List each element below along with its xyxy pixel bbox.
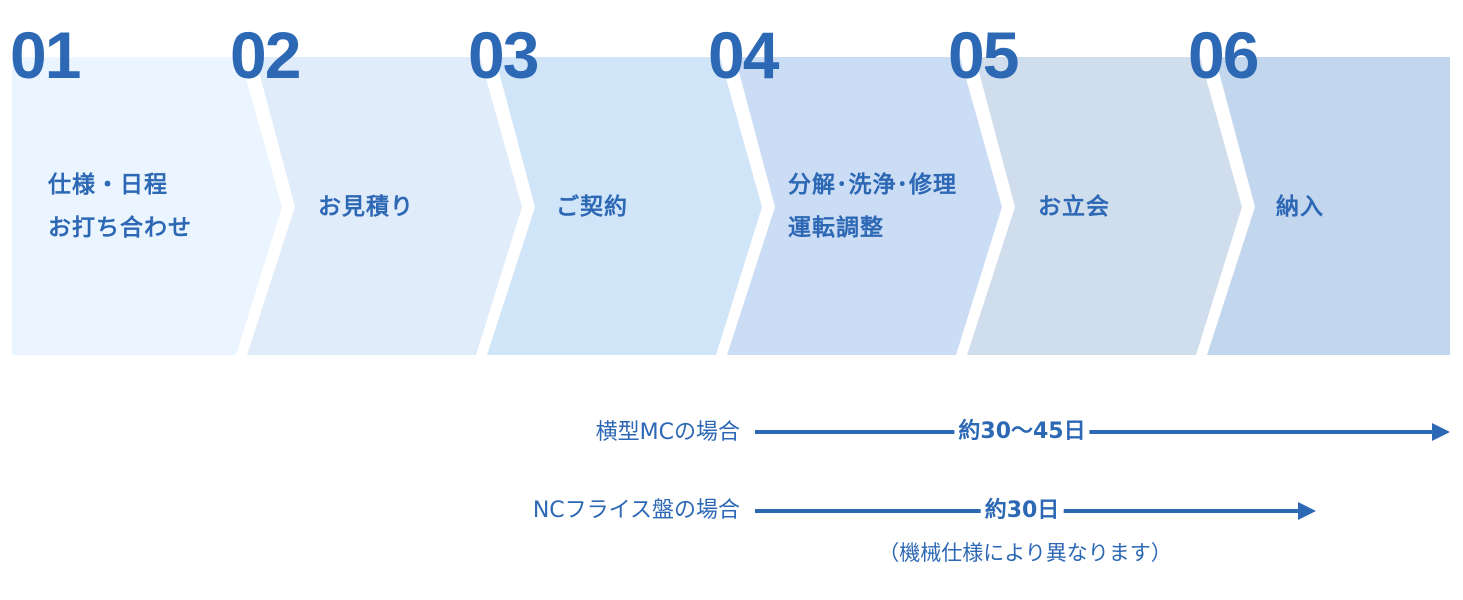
step-label-line: お見積り (318, 194, 414, 220)
arrow-head-icon (1298, 502, 1316, 520)
step-label-line: 分解･洗浄･修理 (788, 172, 957, 198)
step-label-line: 運転調整 (788, 215, 884, 241)
step-label-line: 仕様・日程 (48, 172, 168, 198)
step-chevron-04 (727, 57, 1002, 355)
duration-label-nc-milling: 約30日 (980, 496, 1064, 526)
step-label-line: 納入 (1276, 194, 1324, 220)
case-label-nc-milling: NCフライス盤の場合 (532, 498, 740, 523)
process-flow (12, 57, 1450, 355)
step-chevron-02 (247, 57, 522, 355)
step-number-05: 05 (948, 18, 1019, 92)
step-chevron-03 (487, 57, 762, 355)
step-label-03: ご契約 (556, 186, 628, 229)
step-chevron-05 (967, 57, 1242, 355)
arrow-head-icon (1432, 423, 1450, 441)
step-label-line: お立会 (1038, 194, 1110, 220)
step-number-04: 04 (708, 18, 779, 92)
duration-arrow-line (755, 430, 1435, 434)
step-number-01: 01 (10, 18, 81, 92)
step-label-01: 仕様・日程 お打ち合わせ (48, 164, 192, 250)
step-chevron-01 (12, 57, 282, 355)
step-number-03: 03 (468, 18, 539, 92)
step-label-06: 納入 (1276, 186, 1324, 229)
case-label-horizontal-mc: 横型MCの場合 (595, 420, 740, 445)
duration-note: （機械仕様により異なります） (878, 541, 1172, 565)
duration-label-horizontal-mc: 約30〜45日 (954, 417, 1090, 447)
step-number-02: 02 (230, 18, 301, 92)
step-label-line: お打ち合わせ (48, 215, 192, 241)
step-chevron-06 (1207, 57, 1450, 355)
step-label-line: ご契約 (556, 194, 628, 220)
step-label-05: お立会 (1038, 186, 1110, 229)
step-label-02: お見積り (318, 186, 414, 229)
step-number-06: 06 (1188, 18, 1259, 92)
step-label-04: 分解･洗浄･修理 運転調整 (788, 164, 957, 250)
